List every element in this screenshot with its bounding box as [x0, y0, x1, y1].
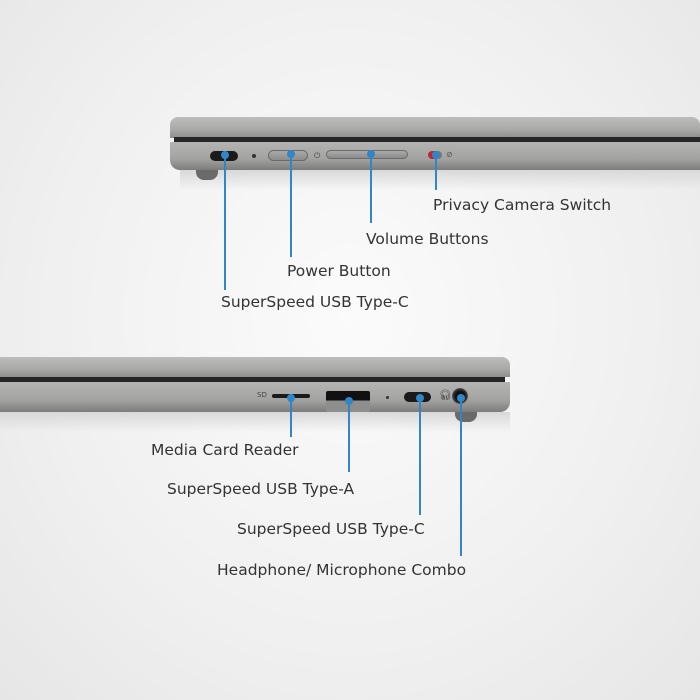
power-icon: ⏻	[314, 151, 321, 160]
label-usb-c: SuperSpeed USB Type-C	[237, 520, 425, 538]
led-indicator	[386, 396, 389, 399]
label-usb-a: SuperSpeed USB Type-A	[167, 480, 355, 498]
label-power-button: Power Button	[287, 262, 391, 280]
led-indicator	[252, 154, 256, 158]
laptop-lid	[0, 357, 510, 377]
camera-off-icon: ⊘	[446, 150, 453, 159]
label-volume-buttons: Volume Buttons	[366, 230, 489, 248]
laptop-base	[0, 382, 510, 412]
sd-marking: SD	[257, 391, 267, 399]
label-usb-c: SuperSpeed USB Type-C	[221, 293, 409, 311]
label-media-card-reader: Media Card Reader	[151, 441, 299, 459]
laptop-lid	[170, 117, 700, 138]
label-headphone-combo: Headphone/ Microphone Combo	[217, 561, 467, 579]
laptop-foot	[196, 168, 218, 180]
label-privacy-camera-switch: Privacy Camera Switch	[433, 196, 612, 214]
headphone-icon: 🎧︎	[439, 390, 452, 401]
